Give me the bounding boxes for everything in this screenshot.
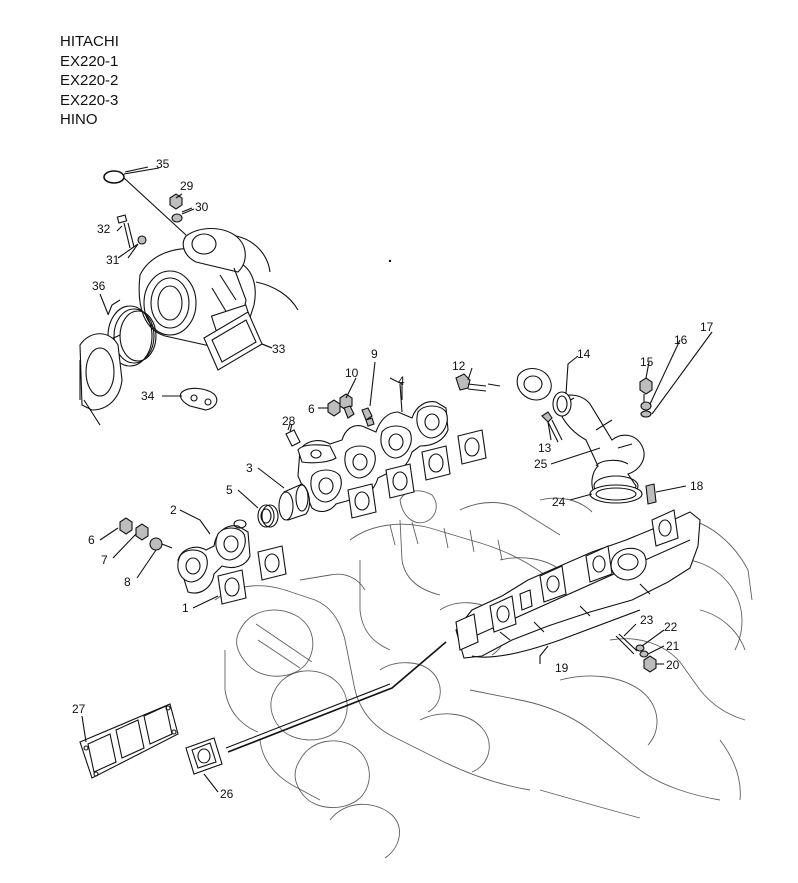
washer-6-upper <box>327 399 341 417</box>
nut-20 <box>643 655 657 673</box>
callout-10: 10 <box>345 366 359 380</box>
gasket-14 <box>552 391 572 417</box>
washer-16 <box>640 401 652 411</box>
callout-6-upper: 6 <box>308 402 315 416</box>
bolt-15 <box>639 377 653 402</box>
seal-ring-35 <box>103 166 187 236</box>
callout-18: 18 <box>690 479 704 493</box>
callout-31: 31 <box>106 253 120 267</box>
callout-6-lower: 6 <box>88 533 95 547</box>
callout-29: 29 <box>180 179 194 193</box>
nut-6-lower <box>119 517 133 535</box>
callout-21: 21 <box>666 639 680 653</box>
callout-4: 4 <box>398 374 405 388</box>
engine-block-outline <box>214 490 753 859</box>
header-line: EX220-3 <box>60 91 119 109</box>
callout-23: 23 <box>640 613 654 627</box>
diagram-header: HITACHI EX220-1 EX220-2 EX220-3 HINO <box>60 32 119 130</box>
callout-35: 35 <box>156 157 170 171</box>
gasket-26 <box>185 737 223 775</box>
callout-33: 33 <box>272 342 286 356</box>
washer-31 <box>127 235 147 259</box>
callout-5: 5 <box>226 483 233 497</box>
header-line: EX220-2 <box>60 72 119 89</box>
header-line: HITACHI <box>60 33 119 50</box>
callout-15: 15 <box>640 355 654 369</box>
callout-8: 8 <box>124 575 131 589</box>
callout-36: 36 <box>92 279 106 293</box>
callout-14: 14 <box>577 347 591 361</box>
callout-32: 32 <box>97 222 111 236</box>
callout-26: 26 <box>220 787 234 801</box>
callout-22: 22 <box>664 620 678 634</box>
callout-24: 24 <box>552 495 566 509</box>
bolt-10 <box>339 393 355 419</box>
compressor-housing <box>79 333 123 426</box>
washer-7 <box>135 523 149 541</box>
callout-34: 34 <box>141 389 155 403</box>
callout-17: 17 <box>700 320 714 334</box>
elbow-pipe-25 <box>516 367 645 498</box>
bolt-9 <box>361 407 375 427</box>
callout-1: 1 <box>182 601 189 615</box>
spacer-8 <box>149 537 173 551</box>
exhaust-manifold-19 <box>455 509 701 659</box>
nut-29 <box>169 193 183 210</box>
bolt-32 <box>116 214 135 249</box>
gasket-row-upper <box>347 429 487 519</box>
washer-30 <box>171 207 193 223</box>
washer-22 <box>635 644 645 652</box>
callout-27: 27 <box>72 702 86 716</box>
callout-3: 3 <box>246 461 253 475</box>
leader-line-gasket-26 <box>227 641 447 753</box>
leader-lines <box>81 167 713 793</box>
callout-19: 19 <box>555 661 569 675</box>
gasket-34 <box>162 387 218 411</box>
callout-labels: 35 29 30 32 31 36 33 34 9 10 6 4 28 3 5 … <box>72 157 714 801</box>
header-line: EX220-1 <box>60 52 119 70</box>
header-line: HINO <box>60 111 98 128</box>
washer-17 <box>640 410 652 418</box>
gasket-27 <box>79 703 179 779</box>
callout-20: 20 <box>666 658 680 672</box>
callout-9: 9 <box>371 347 378 361</box>
callout-7: 7 <box>101 553 108 567</box>
callout-25: 25 <box>534 457 548 471</box>
bolt-13 <box>541 411 563 443</box>
gasket-row-lower <box>217 545 287 605</box>
stray-dot <box>388 259 392 263</box>
callout-12: 12 <box>452 359 466 373</box>
callout-28: 28 <box>282 414 296 428</box>
exhaust-manifold-rear-2 <box>177 519 251 594</box>
washer-21 <box>639 650 649 658</box>
callout-16: 16 <box>674 333 688 347</box>
exhaust-manifold-front-4 <box>297 401 449 513</box>
callout-2: 2 <box>170 503 177 517</box>
gasket-24 <box>589 484 643 504</box>
bolt-12 <box>455 373 501 392</box>
seal-ring-5 <box>257 504 279 528</box>
sleeve-3 <box>278 483 311 521</box>
callout-13: 13 <box>538 441 552 455</box>
callout-30: 30 <box>195 200 209 214</box>
stud-18 <box>645 483 657 505</box>
stud-23 <box>615 633 638 655</box>
stud-28 <box>285 423 301 447</box>
